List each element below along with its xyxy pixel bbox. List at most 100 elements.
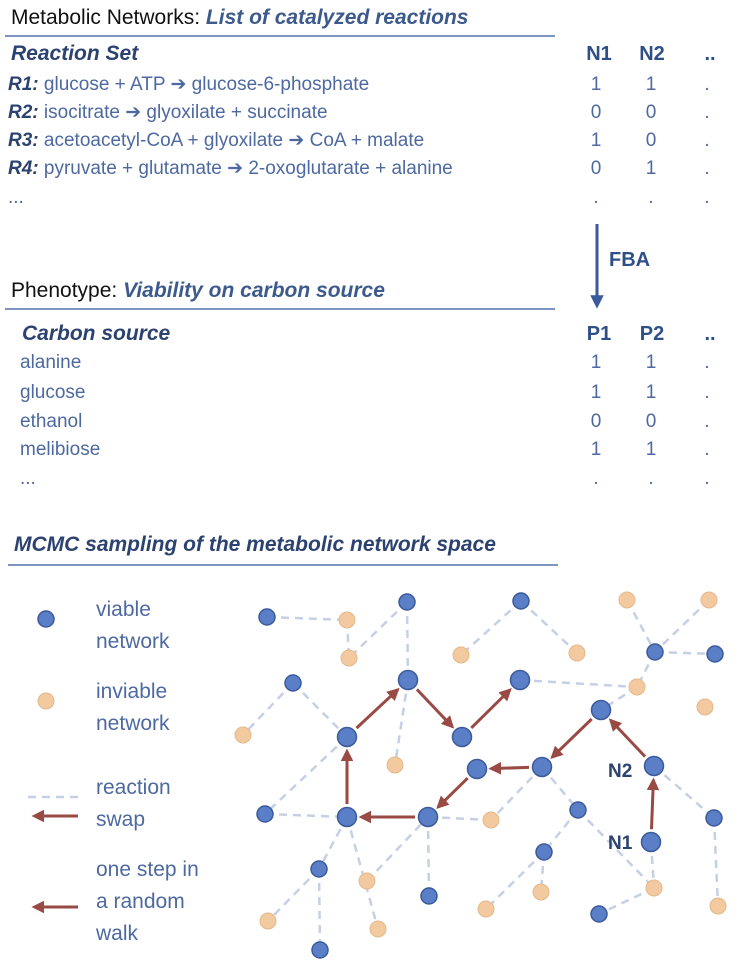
phenotype-value-p2: 1 [646, 439, 657, 460]
reaction-ellipsis: ... [8, 187, 24, 208]
viable-network-node [531, 756, 553, 778]
legend: viable network inviable network reaction… [28, 598, 199, 945]
column-header-n1: N1 [586, 43, 612, 65]
inviable-network-node [628, 678, 646, 696]
swap-edge [460, 600, 522, 656]
walk-step-arrow [550, 717, 593, 760]
swap-edge [712, 817, 720, 907]
walk-step-arrow [646, 777, 660, 830]
viable-network-node [590, 905, 608, 923]
swap-edge [653, 765, 715, 819]
random-walk-path [340, 687, 660, 830]
inviable-network-node [645, 879, 663, 897]
swap-edge [405, 601, 410, 681]
reactions-heading: Metabolic Networks: List of catalyzed re… [11, 6, 469, 29]
ellipsis-value-p2: . [648, 468, 653, 489]
svg-text:R1: glucose + ATP ➔ glucose-6: R1: glucose + ATP ➔ glucose-6-phosphate [8, 74, 369, 95]
fba-label: FBA [609, 249, 650, 271]
walk-step-arrow [608, 718, 647, 758]
viable-network-node [509, 669, 531, 691]
network-nodes [234, 591, 727, 959]
viable-network-node [705, 809, 723, 827]
viable-network-node [256, 805, 274, 823]
swap-edge [541, 766, 579, 811]
phenotype-value-more: . [704, 411, 709, 432]
phenotype-row-ellipsis: ... . . . [20, 468, 710, 489]
swap-edge [264, 812, 348, 819]
viable-network-node [466, 758, 488, 780]
viable-network-node [336, 806, 358, 828]
reaction-value-n2: 1 [646, 158, 657, 179]
viable-network-node [451, 726, 473, 748]
ellipsis-value-more: . [704, 187, 709, 208]
viable-network-node [512, 592, 530, 610]
swap-edge [654, 650, 716, 656]
swap-edge [242, 682, 294, 736]
phenotype-value-p2: 1 [646, 382, 657, 403]
reaction-value-n2: 0 [646, 102, 657, 123]
swap-edge [427, 815, 492, 822]
network-graph [234, 591, 727, 959]
phenotype-value-p1: 1 [591, 439, 602, 460]
swap-edge [366, 816, 429, 882]
swap-edge [543, 809, 579, 853]
reaction-value-n1: 0 [591, 102, 602, 123]
reaction-id: R1: [8, 74, 39, 95]
reaction-row: R2: isocitrate ➔ glyoxilate + succinate … [8, 102, 710, 123]
viable-network-node [535, 843, 553, 861]
viable-network-node [640, 831, 662, 853]
viable-network-node [706, 645, 724, 663]
mcmc-heading: MCMC sampling of the metabolic network s… [14, 533, 496, 556]
reaction-value-n2: 0 [646, 130, 657, 151]
swap-edge [577, 809, 655, 889]
swap-edge [426, 816, 431, 897]
reaction-row: R1: glucose + ATP ➔ glucose-6-phosphate … [8, 74, 710, 95]
swap-edge [348, 601, 408, 659]
swap-edge [519, 678, 638, 689]
phenotype-value-p1: 0 [591, 411, 602, 432]
legend-swap-line2: swap [96, 808, 145, 831]
ellipsis-value-n1: . [593, 187, 598, 208]
swap-edge [485, 851, 545, 910]
inviable-network-node [532, 883, 550, 901]
ellipsis-value-more: . [704, 468, 709, 489]
node-label-n2: N2 [608, 761, 632, 782]
swap-edge [649, 765, 656, 843]
swap-edge [264, 736, 348, 815]
swap-edge [625, 599, 657, 653]
viable-network-node [258, 608, 276, 626]
swap-edge [598, 886, 655, 916]
swap-edge [267, 868, 320, 922]
inviable-network-node [696, 698, 714, 716]
swap-edge [317, 868, 322, 951]
viable-network-node [646, 643, 664, 661]
carbon-source-name: alanine [20, 352, 81, 373]
reaction-row: R4: pyruvate + glutamate ➔ 2-oxoglutarat… [8, 158, 710, 179]
reaction-value-n1: 1 [591, 74, 602, 95]
reaction-equation: pyruvate + glutamate ➔ 2-oxoglutarate + … [39, 158, 453, 179]
viable-network-node [417, 806, 439, 828]
ellipsis-value-n2: . [648, 187, 653, 208]
legend-viable-line2: network [96, 630, 170, 653]
inviable-network-node [369, 920, 387, 938]
reaction-value-n2: 1 [646, 74, 657, 95]
swap-edge [393, 679, 410, 766]
viable-network-node [284, 674, 302, 692]
phenotype-value-p2: 0 [646, 411, 657, 432]
viable-network-node [643, 755, 665, 777]
swap-edge [317, 816, 349, 870]
inviable-network-node [618, 591, 636, 609]
phenotype-row: glucose 1 1 . [20, 382, 710, 403]
inviable-network-node [338, 611, 356, 629]
walk-step-arrow [470, 688, 512, 729]
reaction-id: R4: [8, 158, 39, 179]
phenotype-value-more: . [704, 352, 709, 373]
reaction-value-more: . [704, 158, 709, 179]
viable-network-node [569, 801, 587, 819]
reaction-set-title: Reaction Set [11, 42, 139, 65]
legend-inviable-line2: network [96, 712, 170, 735]
svg-text:R2: isocitrate ➔ glyoxilate +: R2: isocitrate ➔ glyoxilate + succinate [8, 102, 328, 123]
legend-viable-marker [37, 610, 55, 628]
legend-viable-line1: viable [96, 598, 151, 621]
inviable-network-node [358, 872, 376, 890]
